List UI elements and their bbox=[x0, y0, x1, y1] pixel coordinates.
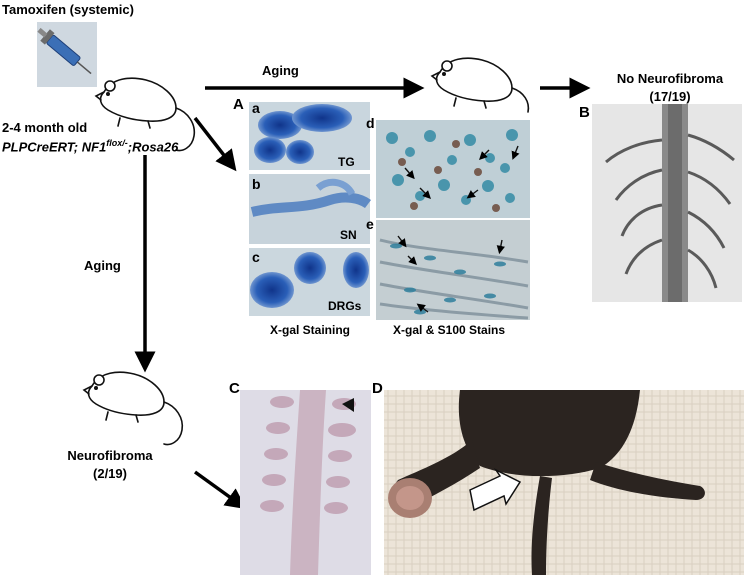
flow-arrows bbox=[134, 77, 591, 510]
mouse-age-label: 2-4 month old bbox=[2, 120, 88, 135]
mouse-icon-start bbox=[94, 77, 196, 152]
no-neurofibroma-title: No Neurofibroma bbox=[616, 71, 724, 86]
panel-c-label: C bbox=[229, 380, 240, 397]
aging-label-top: Aging bbox=[262, 63, 299, 78]
syringe-icon bbox=[37, 22, 97, 87]
panel-a-sub-c: c bbox=[252, 249, 260, 265]
panel-b-image bbox=[592, 104, 742, 302]
panel-a-label: A bbox=[233, 96, 244, 113]
panel-a-tg-image bbox=[249, 102, 370, 170]
s100-caption: X-gal & S100 Stains bbox=[393, 323, 506, 337]
panel-a-histology-e bbox=[376, 220, 530, 320]
panel-a-sn-image bbox=[249, 174, 371, 244]
tg-label: TG bbox=[338, 155, 355, 169]
sn-label: SN bbox=[340, 228, 357, 242]
panel-a-sub-a: a bbox=[252, 100, 260, 116]
panel-a-drgs-image bbox=[249, 248, 370, 316]
genotype-superscript: flox/- bbox=[106, 138, 128, 148]
panel-d-image bbox=[384, 390, 744, 575]
mouse-icon-aged bbox=[430, 57, 530, 113]
mouse-icon-neurofibroma bbox=[82, 371, 184, 446]
genotype-main: PLPCreERT; NF1 bbox=[2, 139, 107, 155]
neurofibroma-count: (2/19) bbox=[93, 466, 127, 481]
arrow-to-panel-a bbox=[193, 116, 237, 172]
panel-a-sub-d: d bbox=[366, 115, 375, 131]
panel-d-label: D bbox=[372, 380, 383, 397]
tamoxifen-label: Tamoxifen (systemic) bbox=[2, 2, 134, 17]
panel-a-sub-e: e bbox=[366, 216, 374, 232]
neurofibroma-title: Neurofibroma bbox=[67, 448, 153, 463]
arrow-to-panel-c bbox=[193, 470, 247, 510]
no-neurofibroma-count: (17/19) bbox=[649, 89, 691, 104]
panel-a-histology-d bbox=[376, 120, 530, 218]
panel-b-label: B bbox=[579, 104, 590, 121]
aging-label-left: Aging bbox=[84, 258, 121, 273]
genotype-label: PLPCreERT; NF1flox/-;Rosa26 bbox=[2, 138, 178, 154]
panel-a-sub-b: b bbox=[252, 176, 261, 192]
genotype-tail: ;Rosa26 bbox=[127, 139, 179, 155]
drgs-label: DRGs bbox=[328, 299, 362, 313]
panel-c-image bbox=[240, 390, 371, 575]
xgal-caption: X-gal Staining bbox=[270, 323, 351, 337]
